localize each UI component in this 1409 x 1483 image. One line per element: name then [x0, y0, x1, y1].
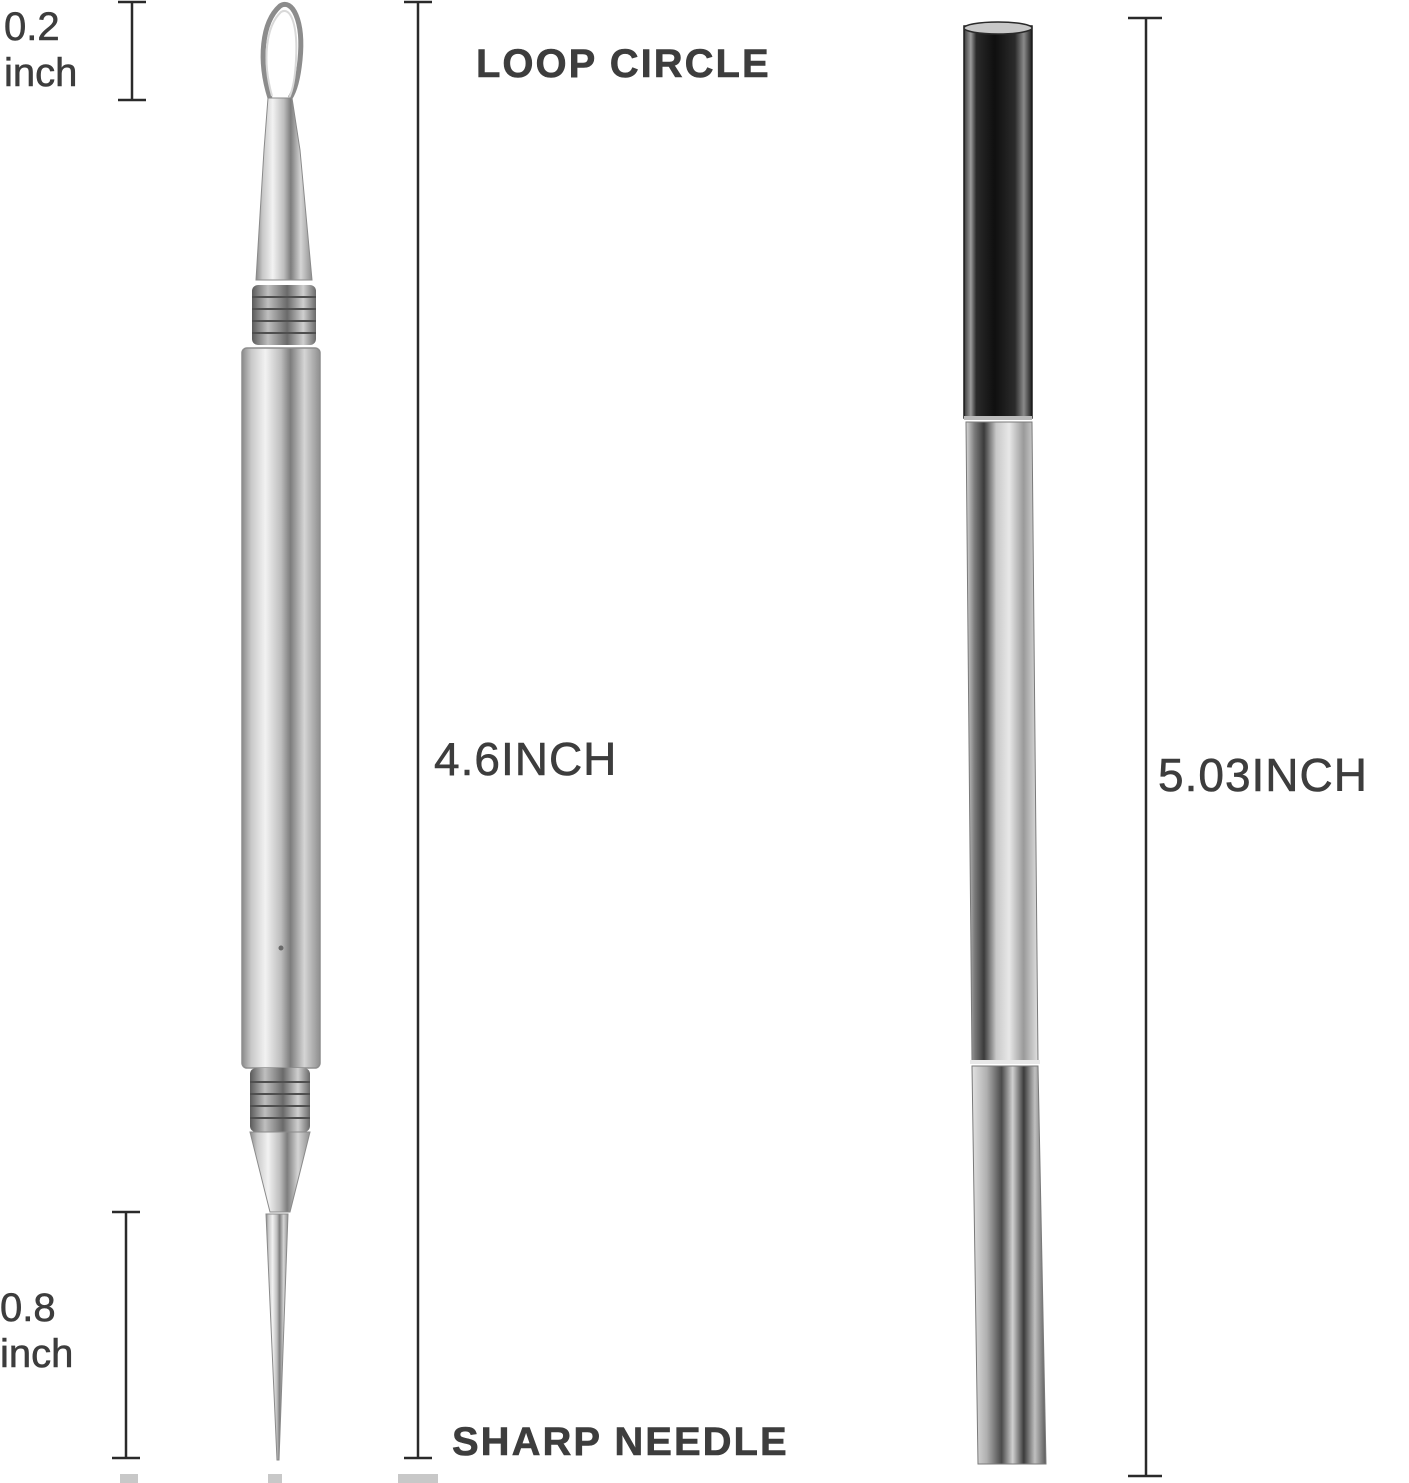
needle-length-label: 0.8 inch	[0, 1285, 74, 1377]
sharp-needle-end	[265, 1213, 289, 1461]
needle-length-unit: inch	[0, 1332, 74, 1377]
loop-circle-label: LOOP CIRCLE	[476, 42, 771, 86]
dimension-tool-length	[404, 0, 432, 1460]
top-thread	[252, 285, 316, 345]
bottom-edge-marks	[120, 1474, 438, 1483]
tool-handle	[241, 347, 321, 1069]
storage-tube-case	[963, 21, 1047, 1465]
dimension-needle-length	[112, 1210, 140, 1460]
dimension-case-length	[1128, 16, 1162, 1478]
loop-neck	[255, 97, 313, 281]
loop-width-value: 0.2	[4, 5, 60, 50]
tool-length-label: 4.6INCH	[434, 733, 618, 785]
loop-width-label: 0.2 inch	[4, 4, 78, 96]
dimension-loop-width	[118, 0, 146, 102]
needle-cone	[249, 1131, 311, 1213]
loop-circle-end	[260, 1, 304, 100]
loop-width-unit: inch	[4, 51, 78, 96]
case-cap-section	[963, 25, 1033, 419]
bottom-thread	[250, 1068, 310, 1132]
sharp-needle-label: SHARP NEEDLE	[452, 1420, 789, 1464]
case-length-label: 5.03INCH	[1158, 749, 1368, 801]
case-bottom-section	[971, 1065, 1047, 1465]
case-middle-section	[965, 421, 1039, 1063]
needle-length-value: 0.8	[0, 1286, 56, 1331]
blackhead-extractor-tool	[241, 1, 321, 1461]
